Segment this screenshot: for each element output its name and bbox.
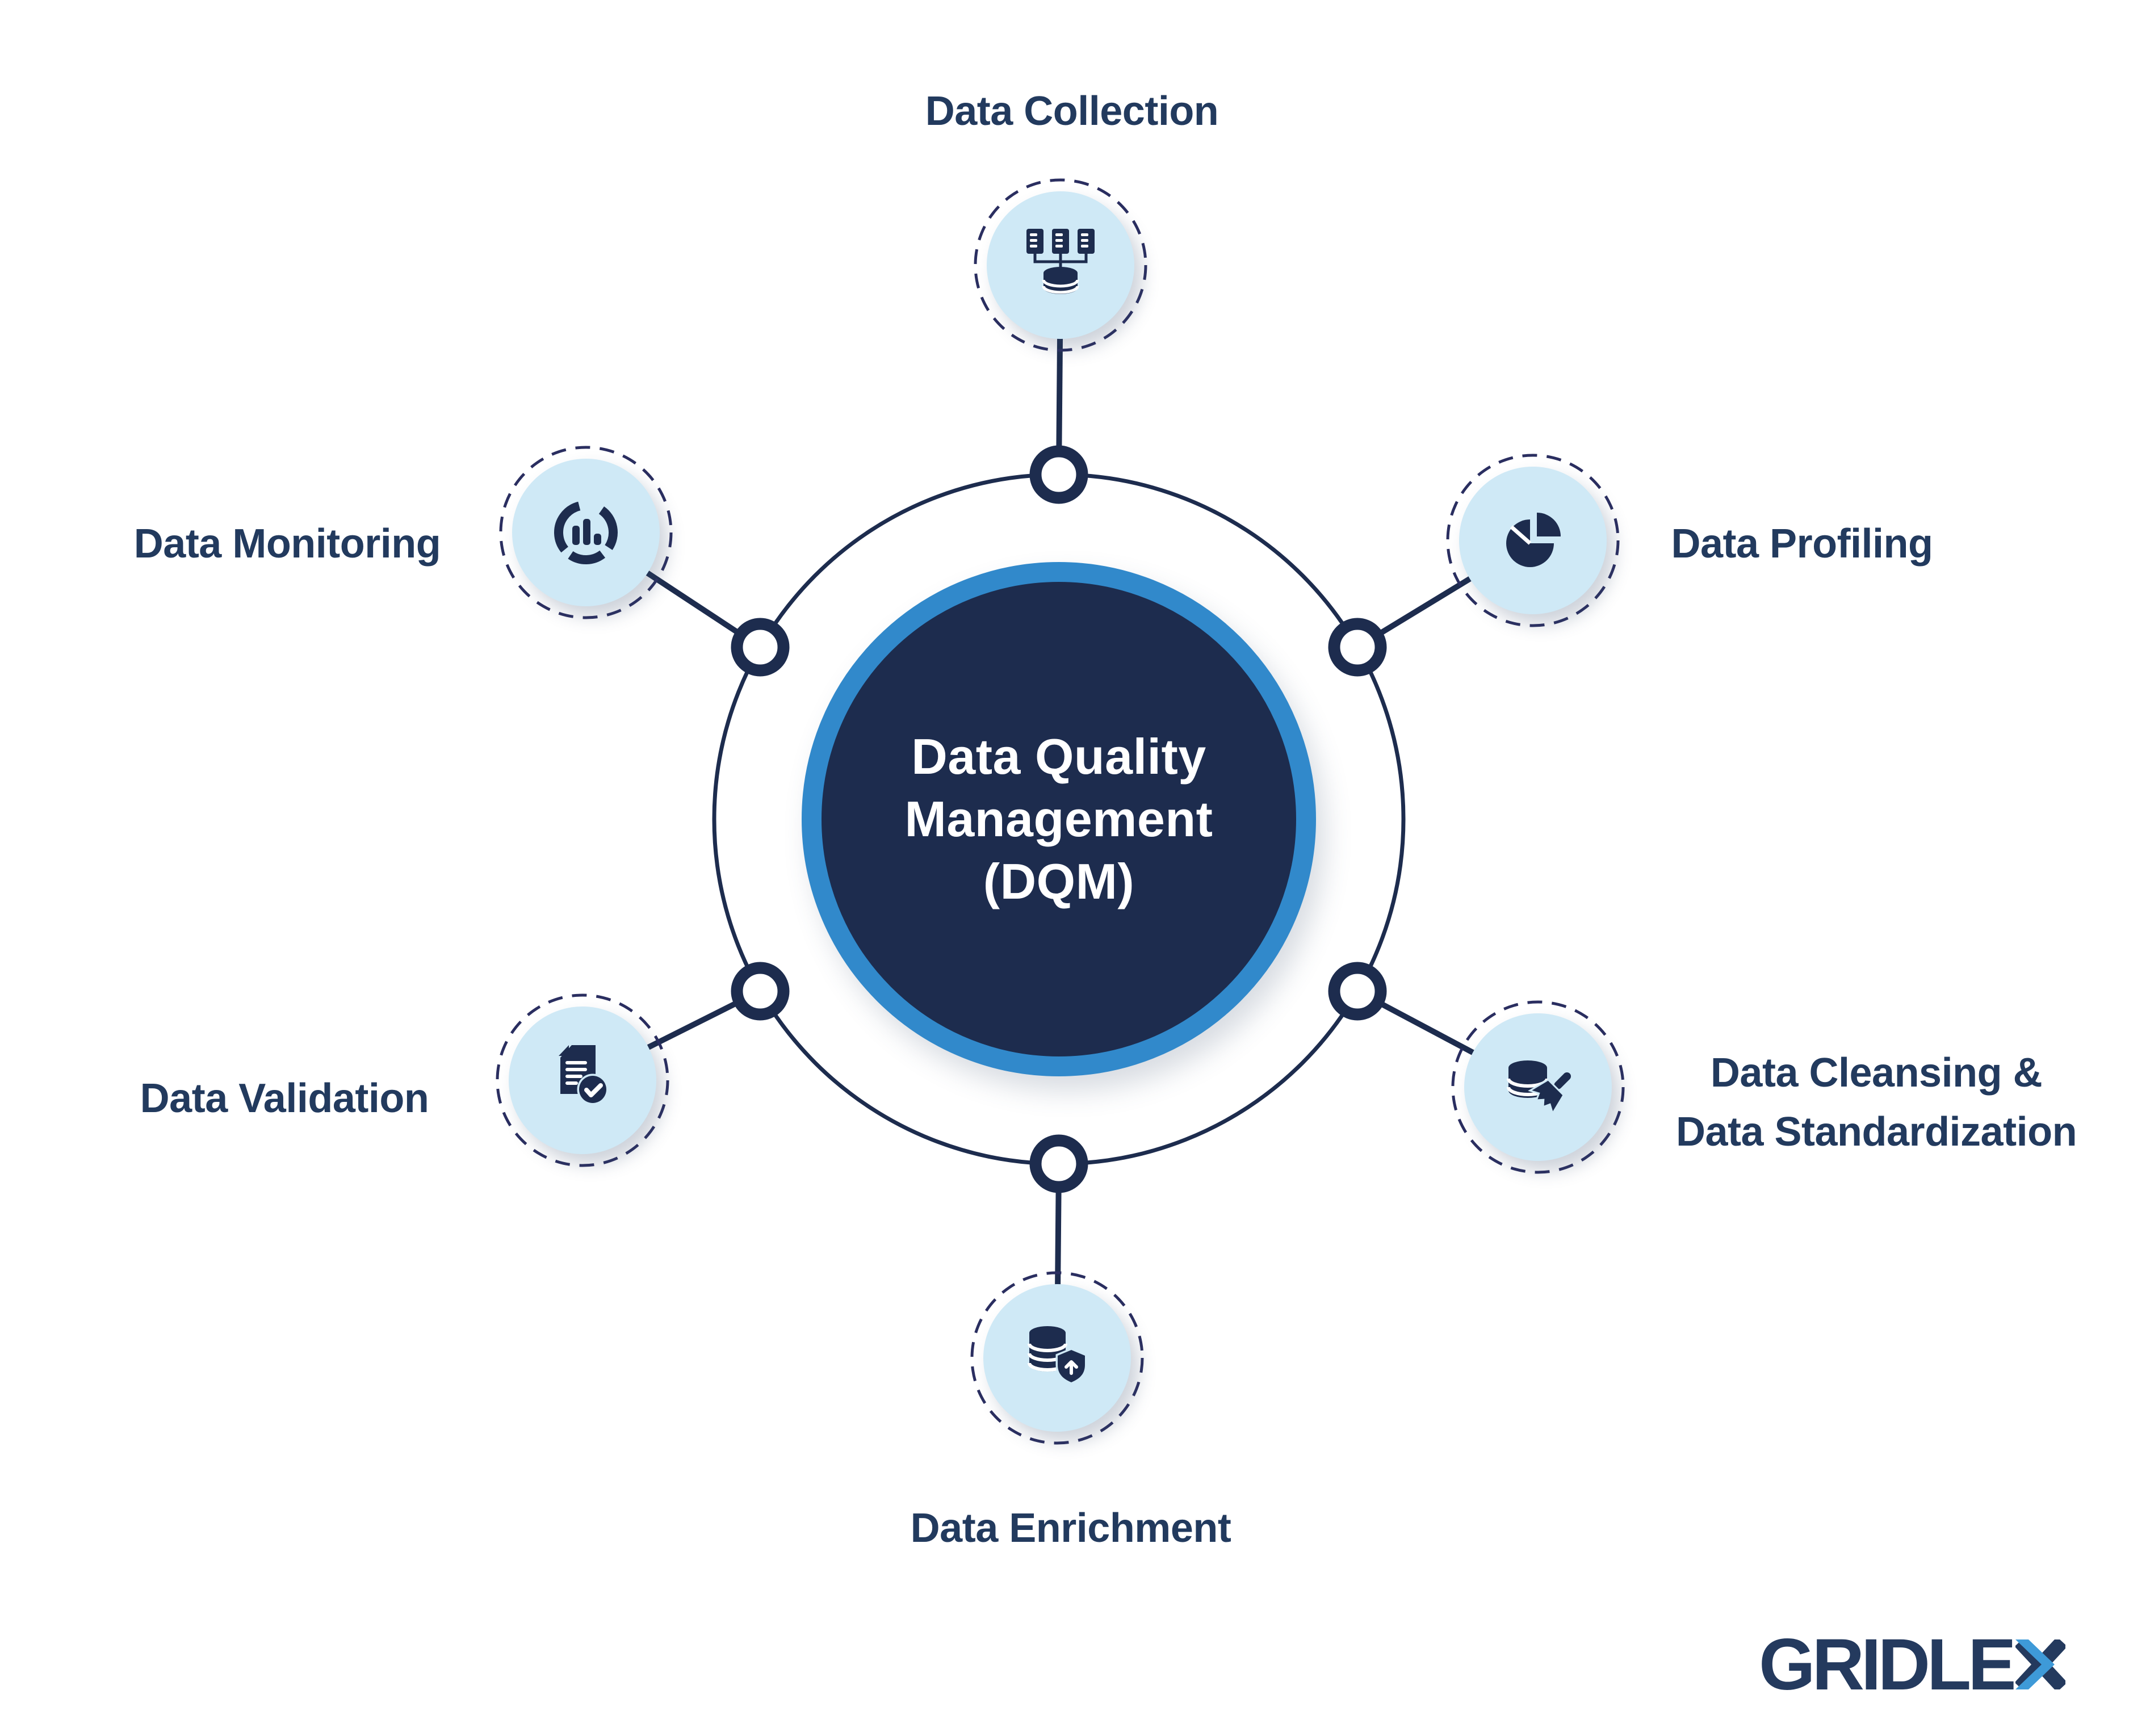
node-label-data-profiling: Data Profiling xyxy=(1671,521,1933,567)
segmented-donut-bar-chart-icon xyxy=(554,501,618,564)
junction-dot-lower-right xyxy=(1328,962,1387,1021)
document-checkmark-icon xyxy=(559,1045,609,1105)
servers-database-icon xyxy=(1026,229,1095,294)
node-disc xyxy=(987,191,1134,339)
junction-dot-upper-right xyxy=(1328,618,1387,677)
dashed-ring xyxy=(970,1271,1144,1445)
node-disc xyxy=(512,459,660,606)
node-label-data-monitoring: Data Monitoring xyxy=(133,521,441,567)
node-data-enrichment xyxy=(969,1270,1145,1446)
database-shield-up-arrow-icon xyxy=(1028,1326,1087,1385)
junction-dot-lower-left xyxy=(731,962,790,1021)
node-data-validation xyxy=(494,992,670,1168)
junction-dot-top xyxy=(1029,445,1088,504)
node-data-profiling xyxy=(1445,452,1621,628)
node-label-data-cleansing: Data Cleansing & Data Standardization xyxy=(1676,1043,2077,1161)
center-circle: Data Quality Management (DQM) xyxy=(802,562,1316,1076)
gridlex-logo-text: GRIDLE xyxy=(1759,1624,2017,1705)
junction-dot-upper-left xyxy=(731,618,790,677)
exploded-pie-chart-icon xyxy=(1506,513,1561,567)
junction-dot-bottom xyxy=(1029,1134,1088,1193)
node-label-data-cleansing-line1: Data Cleansing & xyxy=(1710,1050,2043,1096)
center-title-line2: Management xyxy=(904,791,1213,847)
node-label-data-enrichment: Data Enrichment xyxy=(910,1506,1231,1551)
center-title-line3: (DQM) xyxy=(983,853,1135,909)
dashed-ring xyxy=(499,446,673,619)
node-disc xyxy=(509,1007,656,1154)
gridlex-logo-x xyxy=(2015,1639,2065,1689)
database-broom-icon xyxy=(1507,1060,1573,1116)
center-title-line1: Data Quality xyxy=(911,728,1206,785)
center-title: Data Quality Management (DQM) xyxy=(905,726,1213,913)
gridlex-logo: GRIDLE xyxy=(1759,1624,2065,1705)
dashed-ring xyxy=(1451,1000,1625,1174)
node-label-data-cleansing-line2: Data Standardization xyxy=(1675,1109,2077,1155)
node-disc xyxy=(1459,467,1607,614)
node-data-collection xyxy=(973,177,1149,353)
node-data-cleansing xyxy=(1450,999,1626,1175)
dashed-ring xyxy=(496,993,669,1167)
node-disc xyxy=(983,1284,1131,1432)
node-label-data-validation: Data Validation xyxy=(140,1076,429,1121)
node-label-data-collection: Data Collection xyxy=(925,89,1219,134)
node-disc xyxy=(1464,1013,1612,1161)
dashed-ring xyxy=(974,178,1147,352)
node-data-monitoring xyxy=(498,445,674,620)
dashed-ring xyxy=(1446,454,1620,627)
